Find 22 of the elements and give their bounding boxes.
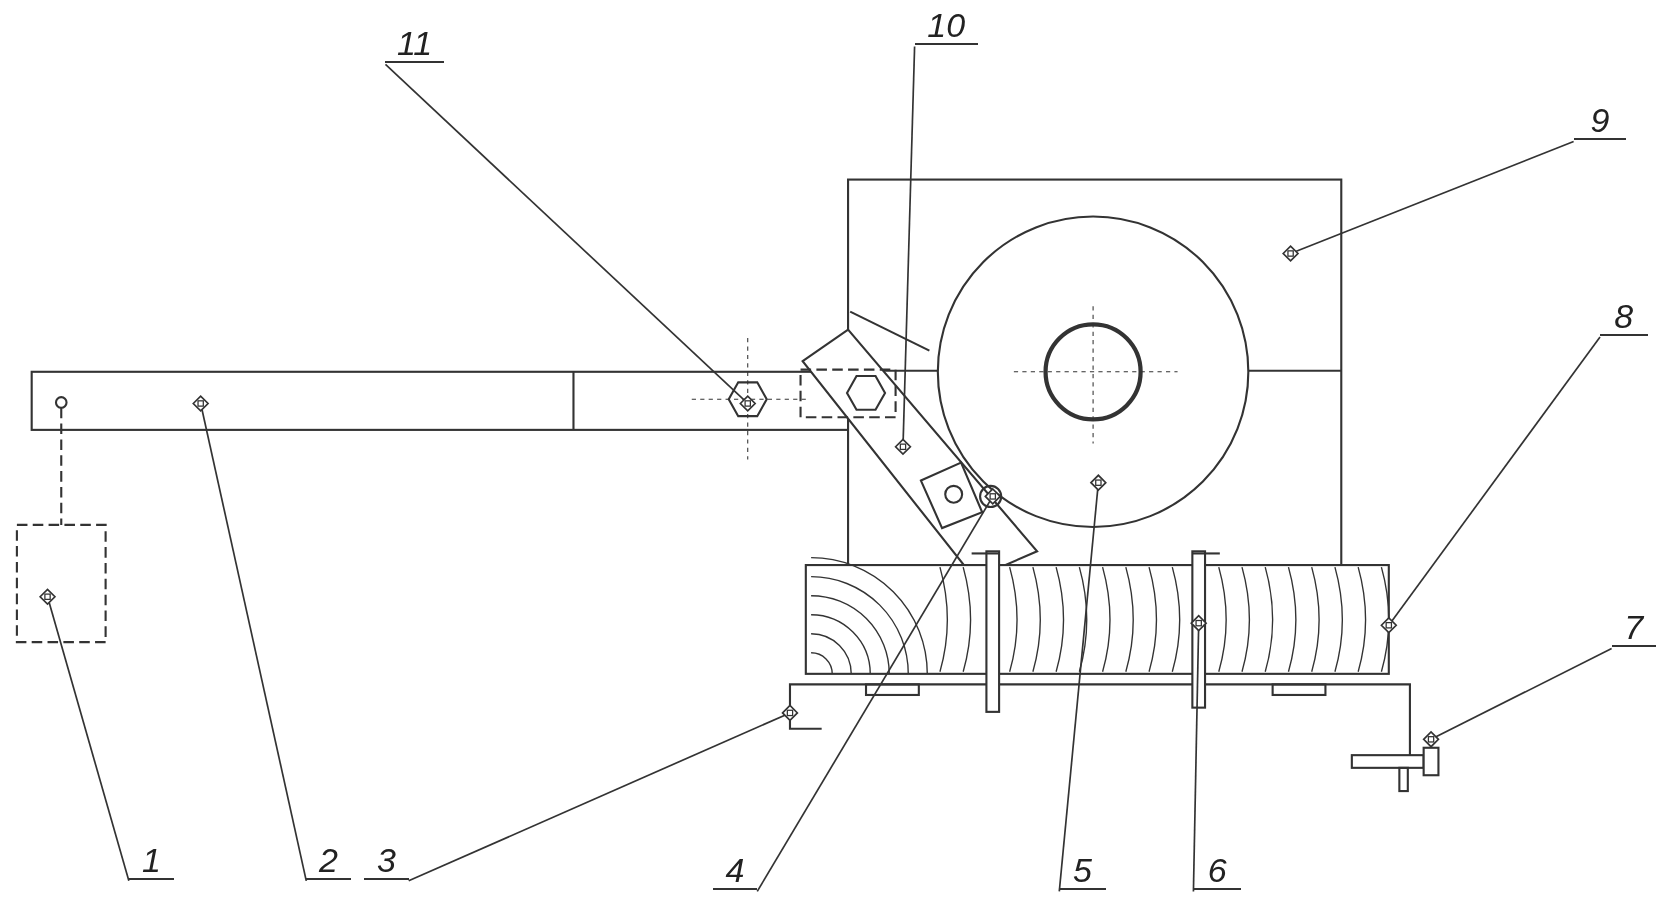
callout-number: 8 — [1600, 297, 1648, 336]
callout-number: 9 — [1573, 102, 1627, 141]
callout-number: 5 — [1059, 852, 1106, 891]
callout-number: 7 — [1611, 609, 1656, 648]
leader-line — [39, 588, 130, 882]
callout-number: 11 — [385, 25, 444, 64]
callout-number: 10 — [914, 7, 978, 46]
callout-number: 6 — [1193, 852, 1241, 891]
leader-line — [1282, 140, 1575, 262]
callout-number: 1 — [128, 841, 175, 880]
leader-line — [1190, 614, 1207, 893]
leader-line — [1058, 474, 1107, 893]
leader-line — [407, 704, 799, 882]
leader-line — [756, 488, 1001, 893]
leader-line — [1422, 647, 1613, 748]
callout-number: 2 — [306, 841, 351, 880]
leader-line — [1380, 336, 1601, 634]
leader-line — [192, 395, 308, 882]
callout-number: 3 — [364, 841, 409, 880]
leader-line — [384, 63, 756, 412]
callout-number: 4 — [712, 852, 758, 891]
leader-line — [894, 45, 916, 455]
